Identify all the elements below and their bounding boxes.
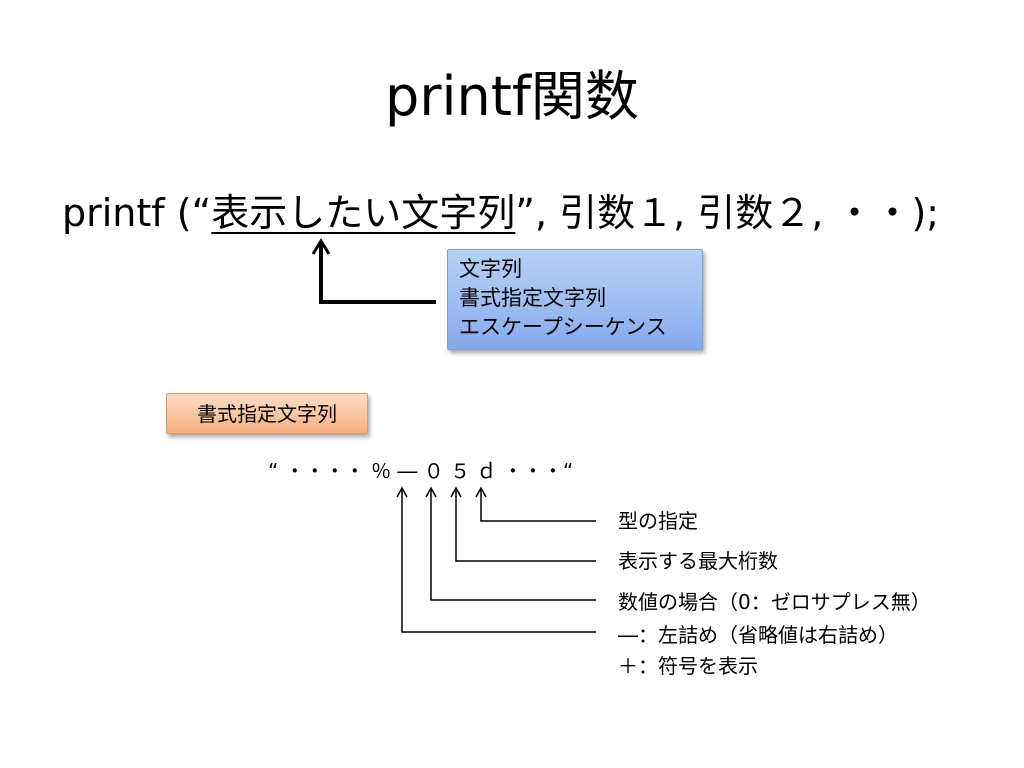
format-label-box: 書式指定文字列 [166,393,368,434]
syntax-suffix: ”, 引数１, 引数２, ・・); [515,191,940,235]
callout-line: エスケープシーケンス [459,315,667,339]
note-align: ―：左詰め（省略値は右詰め） [618,623,898,647]
printf-syntax: printf (“表示したい文字列”, 引数１, 引数２, ・・); [62,188,939,238]
type-arrowhead [475,486,487,498]
note-pad: 数値の場合（0：ゼロサプレス無） [618,590,931,614]
format-callout-box: 文字列 書式指定文字列 エスケープシーケンス [447,249,703,350]
callout-line: 文字列 [459,257,522,281]
align-arrowhead [396,486,408,498]
syntax-prefix: printf (“ [62,191,212,235]
format-example: “ ・・・・ ％ ― ０ ５ ｄ ・・・“ [268,459,574,483]
callout-arrowhead [311,238,331,255]
note-type: 型の指定 [618,509,698,533]
type-arrow [480,490,596,522]
pad-arrow [430,490,596,601]
note-plus: ＋：符号を表示 [618,654,758,678]
note-width: 表示する最大桁数 [618,549,778,573]
pad-arrowhead [425,486,437,498]
align-arrow [401,490,596,633]
width-arrowhead [450,486,462,498]
slide-title: printf関数 [385,65,639,128]
callout-line: 書式指定文字列 [459,286,606,310]
callout-arrow [319,244,436,304]
syntax-format-string: 表示したい文字列 [211,191,516,235]
width-arrow [455,490,596,562]
